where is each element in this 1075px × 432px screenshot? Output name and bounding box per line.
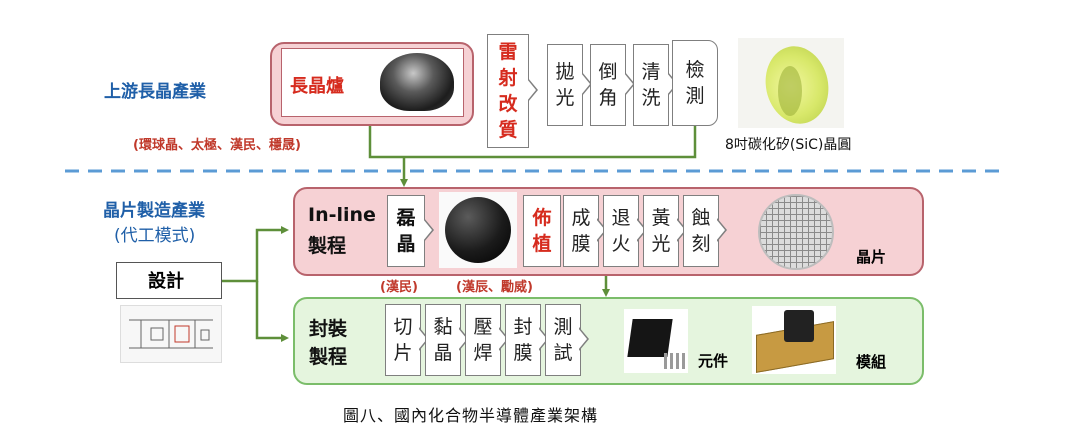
sic-wafer-caption: 8吋碳化矽(SiC)晶圓 xyxy=(725,137,852,153)
wafer-photo xyxy=(439,192,517,268)
step-molding-char-2: 膜 xyxy=(513,342,533,364)
step-die-attach-char-2: 晶 xyxy=(433,342,453,364)
step-arrow xyxy=(418,327,429,351)
implant-companies: (漢辰、勵威) xyxy=(456,280,533,295)
epitaxy-char-1: 磊 xyxy=(396,207,416,229)
step-chamfer-char-2: 角 xyxy=(598,87,618,109)
step-dicing-char-2: 片 xyxy=(393,342,413,364)
design-branch-line-lower xyxy=(255,281,289,342)
module-label: 模組 xyxy=(856,353,887,371)
step-die-attach: 黏 晶 xyxy=(425,304,461,376)
step-chamfer: 倒 角 xyxy=(590,44,626,126)
step-anneal-char-2: 火 xyxy=(611,233,631,255)
furnace-photo xyxy=(380,53,454,111)
step-film-char-1: 成 xyxy=(571,207,591,229)
step-bonding-char-1: 壓 xyxy=(473,316,493,338)
step-bonding-char-2: 焊 xyxy=(473,342,493,364)
upstream-title: 上游長晶產業 xyxy=(104,82,206,102)
step-film: 成 膜 xyxy=(563,195,599,267)
step-arrow xyxy=(498,327,509,351)
step-polish: 拋 光 xyxy=(547,44,583,126)
epitaxy-company: (漢民) xyxy=(380,280,418,295)
module-photo xyxy=(752,306,836,374)
design-label: 設計 xyxy=(148,271,184,292)
step-inspect-char-1: 檢 xyxy=(685,59,705,81)
step-dicing-char-1: 切 xyxy=(393,316,413,338)
step-chamfer-char-1: 倒 xyxy=(598,61,618,83)
step-bonding: 壓 焊 xyxy=(465,304,501,376)
step-clean-char-2: 洗 xyxy=(641,87,661,109)
step-molding-char-1: 封 xyxy=(513,316,533,338)
laser-modification-box: 雷 射 改 質 xyxy=(487,34,529,148)
step-anneal-char-1: 退 xyxy=(611,207,631,229)
step-molding: 封 膜 xyxy=(505,304,541,376)
step-clean: 清 洗 xyxy=(633,44,669,126)
inline-label-1: In-line xyxy=(308,204,376,226)
step-etch-char-2: 刻 xyxy=(691,233,711,255)
implant-char-2: 植 xyxy=(532,233,552,255)
upstream-companies: (環球晶、太極、漢民、穩晟) xyxy=(133,138,301,153)
step-arrow xyxy=(716,218,727,242)
step-inspect-char-2: 測 xyxy=(685,85,705,107)
black-wafer-disc xyxy=(445,197,511,263)
design-box xyxy=(116,262,222,299)
laser-char-4: 質 xyxy=(498,119,518,141)
step-litho-char-2: 光 xyxy=(651,233,671,255)
step-etch-char-1: 蝕 xyxy=(691,207,711,229)
packaging-label-2: 製程 xyxy=(309,346,348,368)
furnace-label: 長晶爐 xyxy=(290,76,344,97)
ic-package-body xyxy=(627,319,673,357)
ic-package-pins xyxy=(664,353,686,369)
step-testing-char-1: 測 xyxy=(553,316,573,338)
wafer-mfg-subtitle: (代工模式) xyxy=(114,226,196,246)
laser-char-2: 射 xyxy=(498,67,518,89)
step-arrow xyxy=(458,327,469,351)
component-photo xyxy=(624,309,688,373)
design-branch-line xyxy=(222,226,289,283)
step-arrow xyxy=(596,218,607,242)
step-testing: 測 試 xyxy=(545,304,581,376)
patterned-wafer-photo xyxy=(758,194,834,270)
component-label: 元件 xyxy=(698,352,729,370)
step-arrow xyxy=(527,78,538,102)
step-arrow xyxy=(624,72,635,96)
wafer-mfg-title: 晶片製造產業 xyxy=(103,201,205,221)
laser-char-1: 雷 xyxy=(498,41,518,63)
step-arrow xyxy=(538,327,549,351)
step-arrow xyxy=(581,72,592,96)
step-litho-char-1: 黃 xyxy=(651,207,671,229)
step-polish-char-2: 光 xyxy=(555,87,575,109)
epitaxy-box: 磊 晶 xyxy=(387,195,425,267)
sic-wafer-photo xyxy=(738,38,844,130)
step-inspect: 檢 測 xyxy=(672,40,718,126)
step-litho: 黃 光 xyxy=(643,195,679,267)
schematic-drawing xyxy=(129,319,213,349)
upstream-merge-line xyxy=(368,123,697,159)
figure-caption: 圖八、國內化合物半導體產業架構 xyxy=(343,406,599,425)
step-die-attach-char-1: 黏 xyxy=(433,316,453,338)
step-dicing: 切 片 xyxy=(385,304,421,376)
laser-char-3: 改 xyxy=(498,93,518,115)
step-arrow xyxy=(423,218,434,242)
chip-result-label: 晶片 xyxy=(856,248,887,266)
step-film-char-2: 膜 xyxy=(571,233,591,255)
step-clean-char-1: 清 xyxy=(641,61,661,83)
sic-wafer-rim xyxy=(778,66,802,116)
module-inductor xyxy=(784,310,814,342)
step-etch: 蝕 刻 xyxy=(683,195,719,267)
step-testing-char-2: 試 xyxy=(553,342,573,364)
step-arrow xyxy=(578,327,589,351)
inline-label-2: 製程 xyxy=(308,235,347,257)
circuit-schematic-image xyxy=(120,305,222,363)
step-arrow xyxy=(676,218,687,242)
step-anneal: 退 火 xyxy=(603,195,639,267)
epitaxy-char-2: 晶 xyxy=(396,233,416,255)
packaging-label-1: 封裝 xyxy=(309,318,348,340)
implant-box: 佈 植 xyxy=(523,195,561,267)
implant-char-1: 佈 xyxy=(532,207,552,229)
step-arrow xyxy=(636,218,647,242)
step-polish-char-1: 拋 xyxy=(555,61,575,83)
